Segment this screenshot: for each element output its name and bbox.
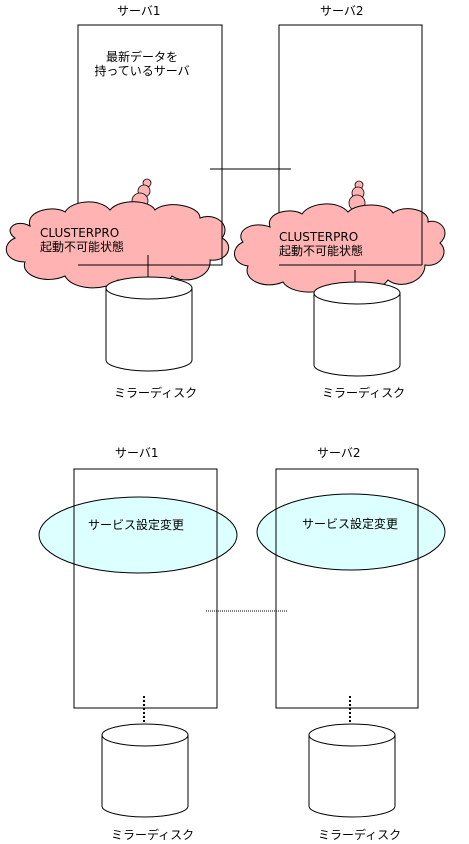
top-disk1-label: ミラーディスク: [114, 386, 198, 400]
bottom-disk1: [101, 723, 189, 818]
top-disk2: [313, 281, 401, 377]
bottom-disk1-label: ミラーディスク: [111, 828, 195, 842]
bottom-service-ellipse2: [256, 493, 446, 571]
bottom-service-change2: サービス設定変更: [302, 517, 399, 531]
top-cloud2-status: CLUSTERPRO 起動不可能状態: [279, 230, 364, 258]
bottom-service-change1: サービス設定変更: [88, 518, 185, 532]
top-disk2-label: ミラーディスク: [322, 386, 406, 400]
top-server1-note: 最新データを 持っているサーバ: [94, 50, 190, 78]
top-disk1: [105, 276, 193, 372]
bottom-service-ellipse1: [38, 496, 238, 574]
top-server1-title: サーバ1: [117, 4, 161, 18]
bottom-server1-title: サーバ1: [115, 446, 159, 460]
top-cloud2: [234, 203, 446, 294]
bottom-disk2: [308, 723, 396, 818]
top-cloud1-status: CLUSTERPRO 起動不可能状態: [40, 226, 125, 254]
bottom-server2-title: サーバ2: [317, 446, 361, 460]
top-cloud1: [5, 201, 230, 290]
top-server2-title: サーバ2: [320, 4, 364, 18]
bottom-disk2-label: ミラーディスク: [318, 828, 402, 842]
